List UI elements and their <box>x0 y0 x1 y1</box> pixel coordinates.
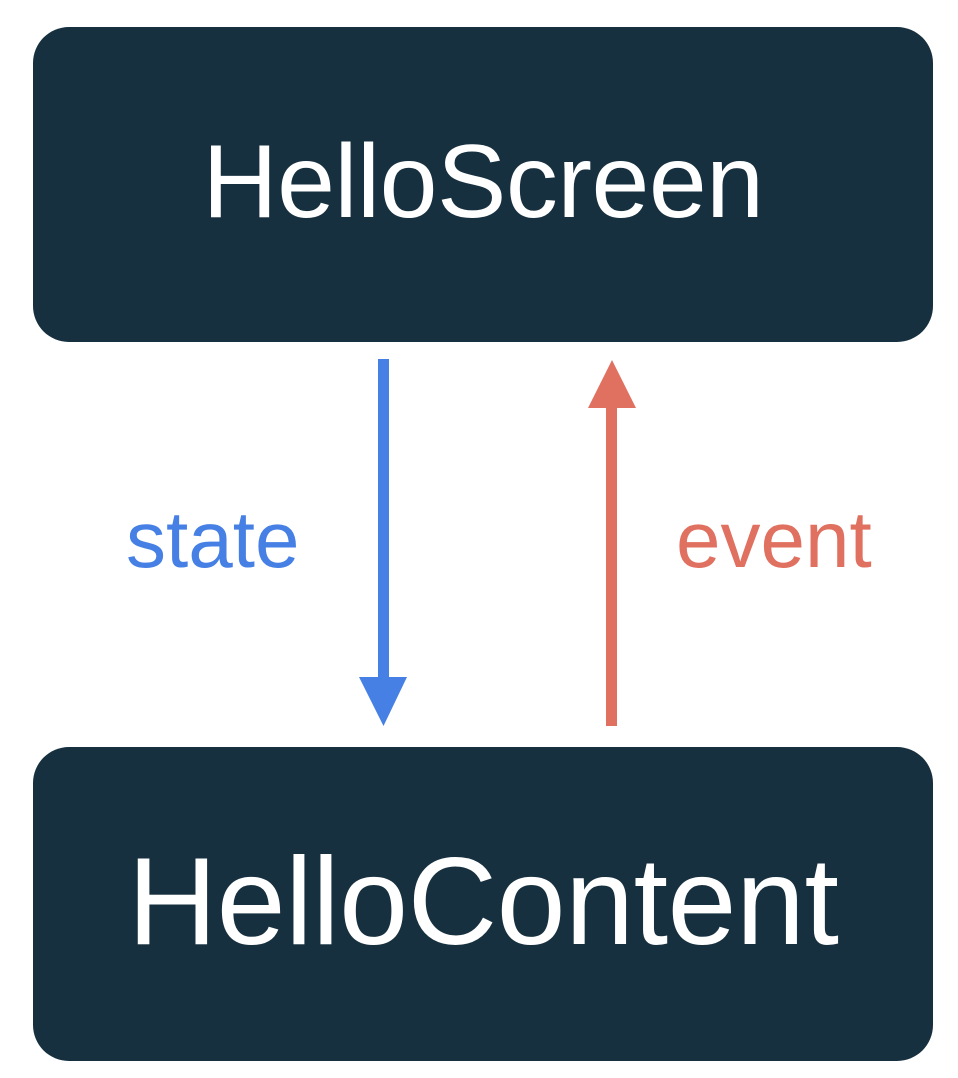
state-arrow-shaft <box>378 359 389 679</box>
edge-label-event: event <box>676 495 872 584</box>
state-arrow-head <box>359 677 407 726</box>
node-hello-content[interactable]: HelloContent <box>33 747 933 1061</box>
node-hello-screen[interactable]: HelloScreen <box>33 27 933 342</box>
edge-state-arrow <box>359 359 407 726</box>
node-hello-screen-label: HelloScreen <box>202 123 764 240</box>
node-hello-content-label: HelloContent <box>127 833 839 971</box>
event-arrow-head <box>588 360 636 408</box>
edge-event-arrow <box>588 360 636 726</box>
edge-label-state: state <box>126 495 300 584</box>
event-arrow-shaft <box>606 406 617 726</box>
